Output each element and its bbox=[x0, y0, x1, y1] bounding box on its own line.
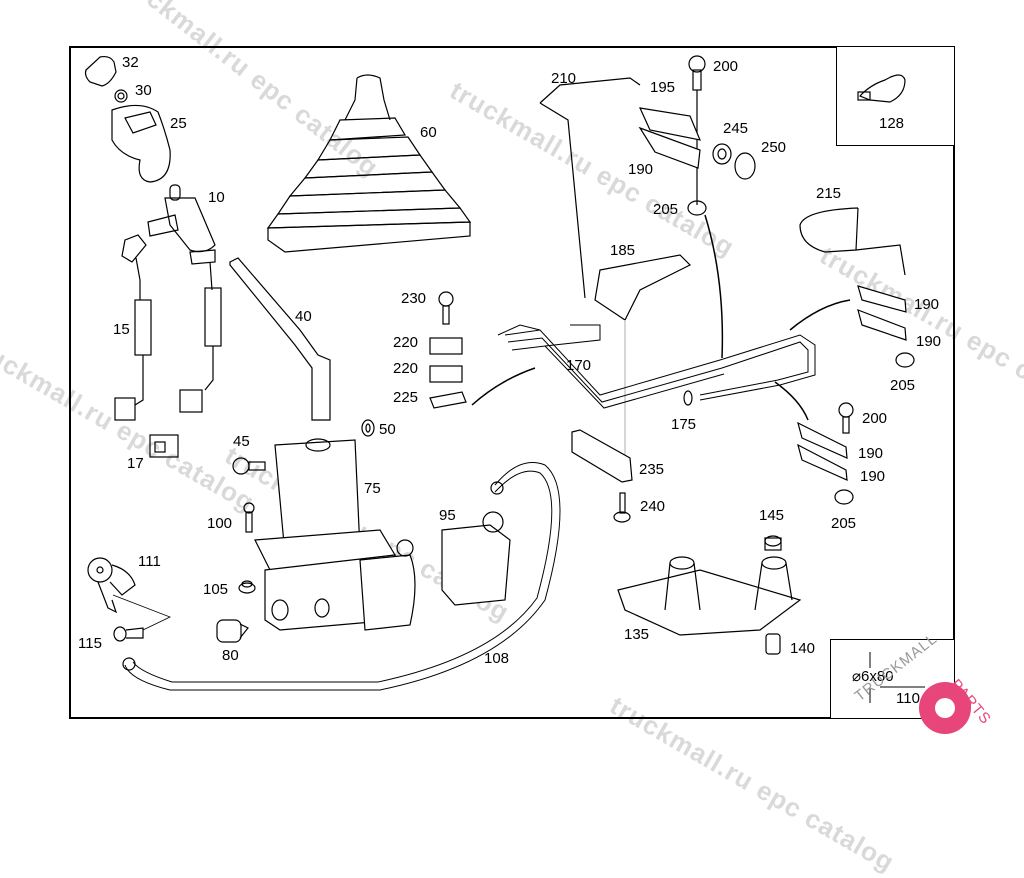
part-111-bracket-icon bbox=[88, 558, 135, 612]
part-140-bushing-icon bbox=[766, 634, 780, 654]
part-30-nut-icon bbox=[115, 90, 127, 102]
part-230-bolt-icon bbox=[439, 292, 453, 324]
part-label[interactable]: 25 bbox=[170, 116, 187, 131]
parts-diagram: truckmall.ru epc catalog truckmall.ru ep… bbox=[0, 0, 1024, 750]
part-250-circlip-icon bbox=[735, 153, 755, 179]
part-label[interactable]: 175 bbox=[671, 417, 696, 432]
part-label[interactable]: 108 bbox=[484, 651, 509, 666]
part-label[interactable]: 75 bbox=[364, 481, 381, 496]
part-170-pipe-bundle-icon bbox=[498, 325, 815, 408]
part-50-washer-icon bbox=[362, 420, 374, 436]
part-215-rod-icon bbox=[800, 208, 905, 275]
part-95-solenoid-icon bbox=[442, 512, 510, 605]
part-label[interactable]: 220 bbox=[393, 361, 418, 376]
part-190-clamp-icon bbox=[858, 286, 906, 312]
part-190-clamp-icon bbox=[858, 310, 906, 340]
part-200-bolt-icon bbox=[839, 403, 853, 433]
part-80-plug-icon bbox=[217, 620, 248, 642]
part-label[interactable]: 190 bbox=[916, 334, 941, 349]
part-label[interactable]: 230 bbox=[401, 291, 426, 306]
part-220-clip-icon bbox=[430, 366, 462, 382]
part-label[interactable]: 235 bbox=[639, 462, 664, 477]
part-label[interactable]: 205 bbox=[653, 202, 678, 217]
part-205-grommet-icon bbox=[835, 490, 853, 504]
part-225-plate-icon bbox=[430, 392, 466, 408]
part-label[interactable]: 140 bbox=[790, 641, 815, 656]
part-label[interactable]: 111 bbox=[138, 554, 161, 569]
part-label[interactable]: 240 bbox=[640, 499, 665, 514]
part-label[interactable]: 105 bbox=[203, 582, 228, 597]
part-label[interactable]: 215 bbox=[816, 186, 841, 201]
part-115-screw-icon bbox=[114, 627, 143, 641]
part-label-128[interactable]: 128 bbox=[879, 116, 904, 131]
part-175-seal-icon bbox=[684, 391, 692, 405]
part-label[interactable]: 200 bbox=[862, 411, 887, 426]
part-245-washer-icon bbox=[713, 144, 731, 164]
part-label[interactable]: 15 bbox=[113, 322, 130, 337]
part-label[interactable]: 145 bbox=[759, 508, 784, 523]
part-32-cap-icon bbox=[86, 57, 117, 86]
part-label[interactable]: 17 bbox=[127, 456, 144, 471]
part-label[interactable]: 190 bbox=[628, 162, 653, 177]
part-40-lever-icon bbox=[230, 258, 330, 420]
part-label[interactable]: 205 bbox=[831, 516, 856, 531]
part-label[interactable]: 185 bbox=[610, 243, 635, 258]
part-100-bolt-icon bbox=[244, 503, 254, 532]
leader-line bbox=[113, 595, 170, 630]
part-240-bolt-icon bbox=[614, 493, 630, 522]
part-205-grommet-icon bbox=[896, 353, 914, 367]
part-label[interactable]: 220 bbox=[393, 335, 418, 350]
part-label[interactable]: 135 bbox=[624, 627, 649, 642]
part-label[interactable]: 245 bbox=[723, 121, 748, 136]
part-128-cable-tie-icon bbox=[858, 75, 905, 102]
part-label[interactable]: 80 bbox=[222, 648, 239, 663]
part-135-plate-icon bbox=[618, 557, 800, 635]
arrow-icon bbox=[472, 215, 850, 420]
part-label[interactable]: 60 bbox=[420, 125, 437, 140]
part-label[interactable]: 95 bbox=[439, 508, 456, 523]
part-label[interactable]: 170 bbox=[566, 358, 591, 373]
part-10-shift-mechanism-icon bbox=[148, 185, 215, 264]
part-17-connector-icon bbox=[150, 435, 178, 457]
part-label[interactable]: 45 bbox=[233, 434, 250, 449]
part-label[interactable]: 115 bbox=[78, 636, 102, 651]
part-label[interactable]: 32 bbox=[122, 55, 139, 70]
part-label[interactable]: 40 bbox=[295, 309, 312, 324]
part-60-boot-icon bbox=[268, 75, 470, 252]
part-label[interactable]: 190 bbox=[860, 469, 885, 484]
part-label[interactable]: 225 bbox=[393, 390, 418, 405]
part-label[interactable]: 205 bbox=[890, 378, 915, 393]
part-25-knob-icon bbox=[112, 105, 170, 182]
part-label-110[interactable]: 110 bbox=[896, 691, 920, 706]
part-75-housing-icon bbox=[255, 439, 415, 630]
part-label[interactable]: 190 bbox=[858, 446, 883, 461]
part-105-bushing-icon bbox=[239, 581, 255, 593]
part-label[interactable]: 195 bbox=[650, 80, 675, 95]
part-label[interactable]: 210 bbox=[551, 71, 576, 86]
part-label[interactable]: 10 bbox=[208, 190, 225, 205]
part-label[interactable]: 190 bbox=[914, 297, 939, 312]
line-art bbox=[0, 0, 1024, 750]
part-235-clamp-icon bbox=[572, 430, 632, 482]
part-label[interactable]: 50 bbox=[379, 422, 396, 437]
part-220-clip-icon bbox=[430, 338, 462, 354]
part-label[interactable]: 100 bbox=[207, 516, 232, 531]
part-45-bolt-icon bbox=[233, 458, 265, 474]
part-label[interactable]: 30 bbox=[135, 83, 152, 98]
part-145-bushing-icon bbox=[765, 536, 781, 550]
part-label[interactable]: 250 bbox=[761, 140, 786, 155]
part-label[interactable]: 200 bbox=[713, 59, 738, 74]
